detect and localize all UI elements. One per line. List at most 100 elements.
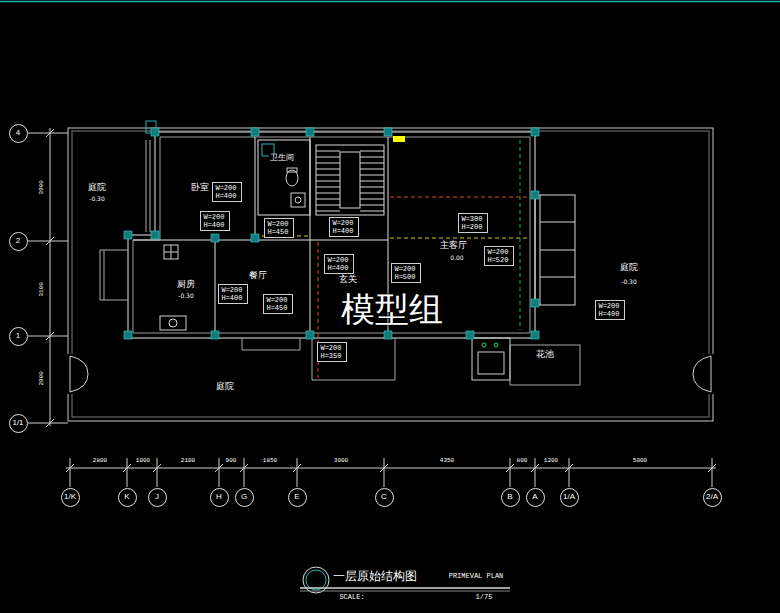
dimension: 1200 bbox=[544, 458, 558, 465]
dimension-tick bbox=[215, 458, 223, 487]
dimension: 800 bbox=[517, 458, 528, 465]
dimension-tick bbox=[66, 458, 74, 487]
node-text: A bbox=[532, 493, 537, 501]
room-name: 卫生间 bbox=[269, 154, 295, 163]
node-text: K bbox=[124, 493, 129, 501]
column bbox=[211, 331, 219, 339]
sanitary-symbol bbox=[262, 144, 305, 207]
column bbox=[151, 128, 159, 136]
node-text: 1 bbox=[16, 332, 20, 340]
node-text: E bbox=[294, 493, 299, 501]
node-text: 1/1 bbox=[12, 419, 23, 427]
room-name: 餐厅 bbox=[248, 271, 268, 281]
dimension: 2800 bbox=[39, 371, 46, 385]
level-mark: -0.30 bbox=[620, 279, 638, 286]
dimension: 3000 bbox=[334, 458, 348, 465]
column bbox=[124, 231, 132, 239]
beam-line bbox=[262, 140, 530, 378]
node-text: 1/A bbox=[563, 493, 575, 501]
outer-wall bbox=[133, 137, 530, 333]
node-text: 2 bbox=[16, 237, 20, 245]
opening-size-box: W=200 H=400 bbox=[595, 300, 624, 320]
axis-bubble: C bbox=[375, 488, 394, 507]
dimension: 1850 bbox=[263, 458, 277, 465]
drawing-title: 一层原始结构图 bbox=[333, 570, 417, 583]
column bbox=[384, 128, 392, 136]
dimension: 2800 bbox=[93, 458, 107, 465]
dimension-tick bbox=[123, 458, 131, 487]
axis-bubble: E bbox=[288, 488, 307, 507]
scale-value: 1/75 bbox=[476, 594, 493, 602]
dimension-tick bbox=[380, 458, 388, 487]
subtitle: PRIMEVAL PLAN bbox=[449, 573, 504, 581]
opening-size-box: W=200 H=500 bbox=[391, 263, 420, 283]
dimension: 3100 bbox=[39, 282, 46, 296]
room-name: 厨房 bbox=[176, 280, 196, 290]
marker bbox=[393, 136, 405, 142]
dimension: 3900 bbox=[39, 180, 46, 194]
dimension: 1000 bbox=[136, 458, 150, 465]
gate-symbol bbox=[66, 354, 715, 394]
dimension-tick bbox=[293, 458, 301, 487]
axis-bubble: H bbox=[210, 488, 229, 507]
opening-size-box: W=300 H=200 bbox=[458, 213, 487, 233]
node-text: W=200 H=350 bbox=[320, 344, 343, 360]
node-text: W=200 H=500 bbox=[394, 265, 417, 281]
opening-size-box: W=200 H=450 bbox=[263, 294, 292, 314]
room-name: 庭院 bbox=[215, 382, 235, 392]
dimension: 2100 bbox=[181, 458, 195, 465]
node-text: J bbox=[155, 493, 159, 501]
axis-bubble: A bbox=[526, 488, 545, 507]
node-text: W=300 H=200 bbox=[461, 215, 484, 231]
column bbox=[151, 231, 159, 239]
node-text: W=200 H=400 bbox=[221, 286, 244, 302]
node-text: W=200 H=400 bbox=[215, 184, 238, 200]
opening-size-box: W=200 H=520 bbox=[484, 246, 513, 266]
column bbox=[531, 331, 539, 339]
node-text: 4 bbox=[16, 129, 20, 137]
level-mark: -0.30 bbox=[88, 196, 106, 203]
title-symbol bbox=[300, 567, 510, 593]
dimension-tick bbox=[506, 458, 514, 487]
room-name: 庭院 bbox=[87, 183, 107, 193]
watermark: 模型组 bbox=[341, 291, 443, 328]
column bbox=[251, 128, 259, 136]
room-name: 庭院 bbox=[619, 263, 639, 273]
axis-bubble: 4 bbox=[9, 124, 28, 143]
axis-bubble: 2/A bbox=[703, 488, 722, 507]
opening-size-box: W=200 H=400 bbox=[218, 284, 247, 304]
axis-bubble: G bbox=[235, 488, 254, 507]
axis-bubble: K bbox=[118, 488, 137, 507]
node-text: W=200 H=520 bbox=[487, 248, 510, 264]
axis-bubble: 1/A bbox=[560, 488, 579, 507]
node-text: B bbox=[507, 493, 512, 501]
column bbox=[251, 234, 259, 242]
column-group bbox=[124, 128, 539, 339]
outer-wall bbox=[128, 132, 535, 338]
dimension-line bbox=[28, 128, 68, 427]
dimension: 900 bbox=[226, 458, 237, 465]
dimension-tick bbox=[565, 458, 573, 487]
column bbox=[306, 331, 314, 339]
node-text: W=200 H=450 bbox=[266, 296, 289, 312]
site-boundary bbox=[72, 131, 709, 417]
node-text: C bbox=[381, 493, 387, 501]
opening-size-box: W=200 H=400 bbox=[200, 211, 229, 231]
dimension-tick bbox=[240, 458, 248, 487]
column bbox=[531, 128, 539, 136]
door-window bbox=[100, 140, 395, 380]
axis-bubble: 2 bbox=[9, 232, 28, 251]
node-text: H bbox=[216, 493, 222, 501]
axis-bubble: 1/K bbox=[61, 488, 80, 507]
level-mark: -0.30 bbox=[177, 293, 195, 300]
column bbox=[466, 331, 474, 339]
dimension-tick bbox=[531, 458, 539, 487]
room-name: 卧室 bbox=[190, 183, 210, 193]
scale-label: SCALE: bbox=[339, 594, 364, 602]
room-name: 花池 bbox=[535, 350, 555, 360]
bay-window bbox=[535, 195, 575, 305]
node-text: W=200 H=400 bbox=[327, 256, 350, 272]
opening-size-box: W=200 H=350 bbox=[317, 342, 346, 362]
dimension-tick bbox=[708, 458, 716, 487]
